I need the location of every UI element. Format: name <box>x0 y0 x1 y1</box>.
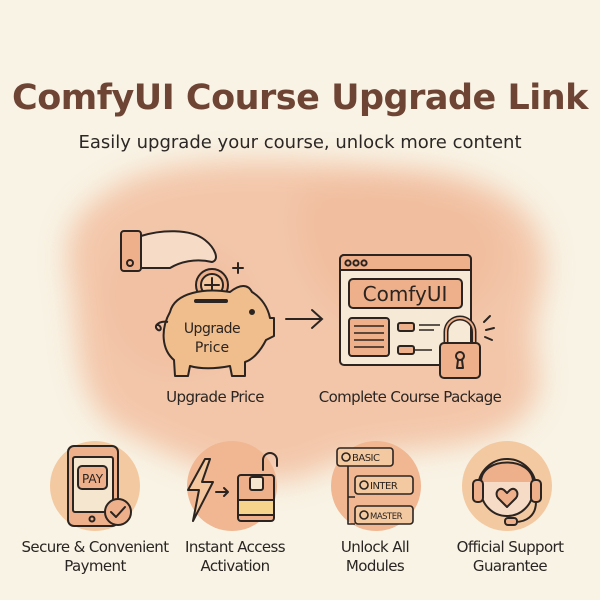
upgrade-price-label: Upgrade Price <box>166 388 264 406</box>
feature-2-line1: Instant Access <box>185 538 286 556</box>
feature-2-line2: Activation <box>200 557 270 575</box>
complete-package-label: Complete Course Package <box>318 388 502 406</box>
feature-3-line1: Unlock All <box>340 538 410 556</box>
feature-4-label: Official Support Guarantee <box>435 538 585 576</box>
module-level-master: MASTER <box>370 512 403 522</box>
feature-1-line1: Secure & Convenient <box>21 538 170 556</box>
feature-4-line2: Guarantee <box>472 557 548 575</box>
feature-4-line1: Official Support <box>456 538 564 556</box>
page-subtitle: Easily upgrade your course, unlock more … <box>78 132 522 153</box>
modules-tree-icon <box>336 447 414 525</box>
piggy-bank-icon <box>154 285 275 377</box>
lightning-unlock-icon <box>187 452 278 522</box>
padlock-icon <box>439 315 495 379</box>
piggy-text-line2: Price <box>195 340 229 356</box>
watercolor-wash <box>67 161 545 481</box>
phone-pay-icon <box>67 445 132 527</box>
arrow-right-icon <box>285 309 324 329</box>
course-window-icon <box>339 254 472 366</box>
feature-3-line2: Modules <box>345 557 405 575</box>
module-level-basic: BASIC <box>352 453 380 464</box>
piggy-text-line1: Upgrade <box>184 321 240 337</box>
feature-1-line2: Payment <box>64 557 126 575</box>
page-title: ComfyUI Course Upgrade Link <box>12 78 588 118</box>
feature-3-label: Unlock All Modules <box>300 538 450 576</box>
feature-1-label: Secure & Convenient Payment <box>10 538 180 576</box>
feature-2-label: Instant Access Activation <box>160 538 310 576</box>
module-level-inter: INTER <box>370 481 398 492</box>
headset-support-icon <box>472 458 542 526</box>
window-brand: ComfyUI <box>363 282 448 306</box>
pay-badge-text: PAY <box>82 472 104 486</box>
